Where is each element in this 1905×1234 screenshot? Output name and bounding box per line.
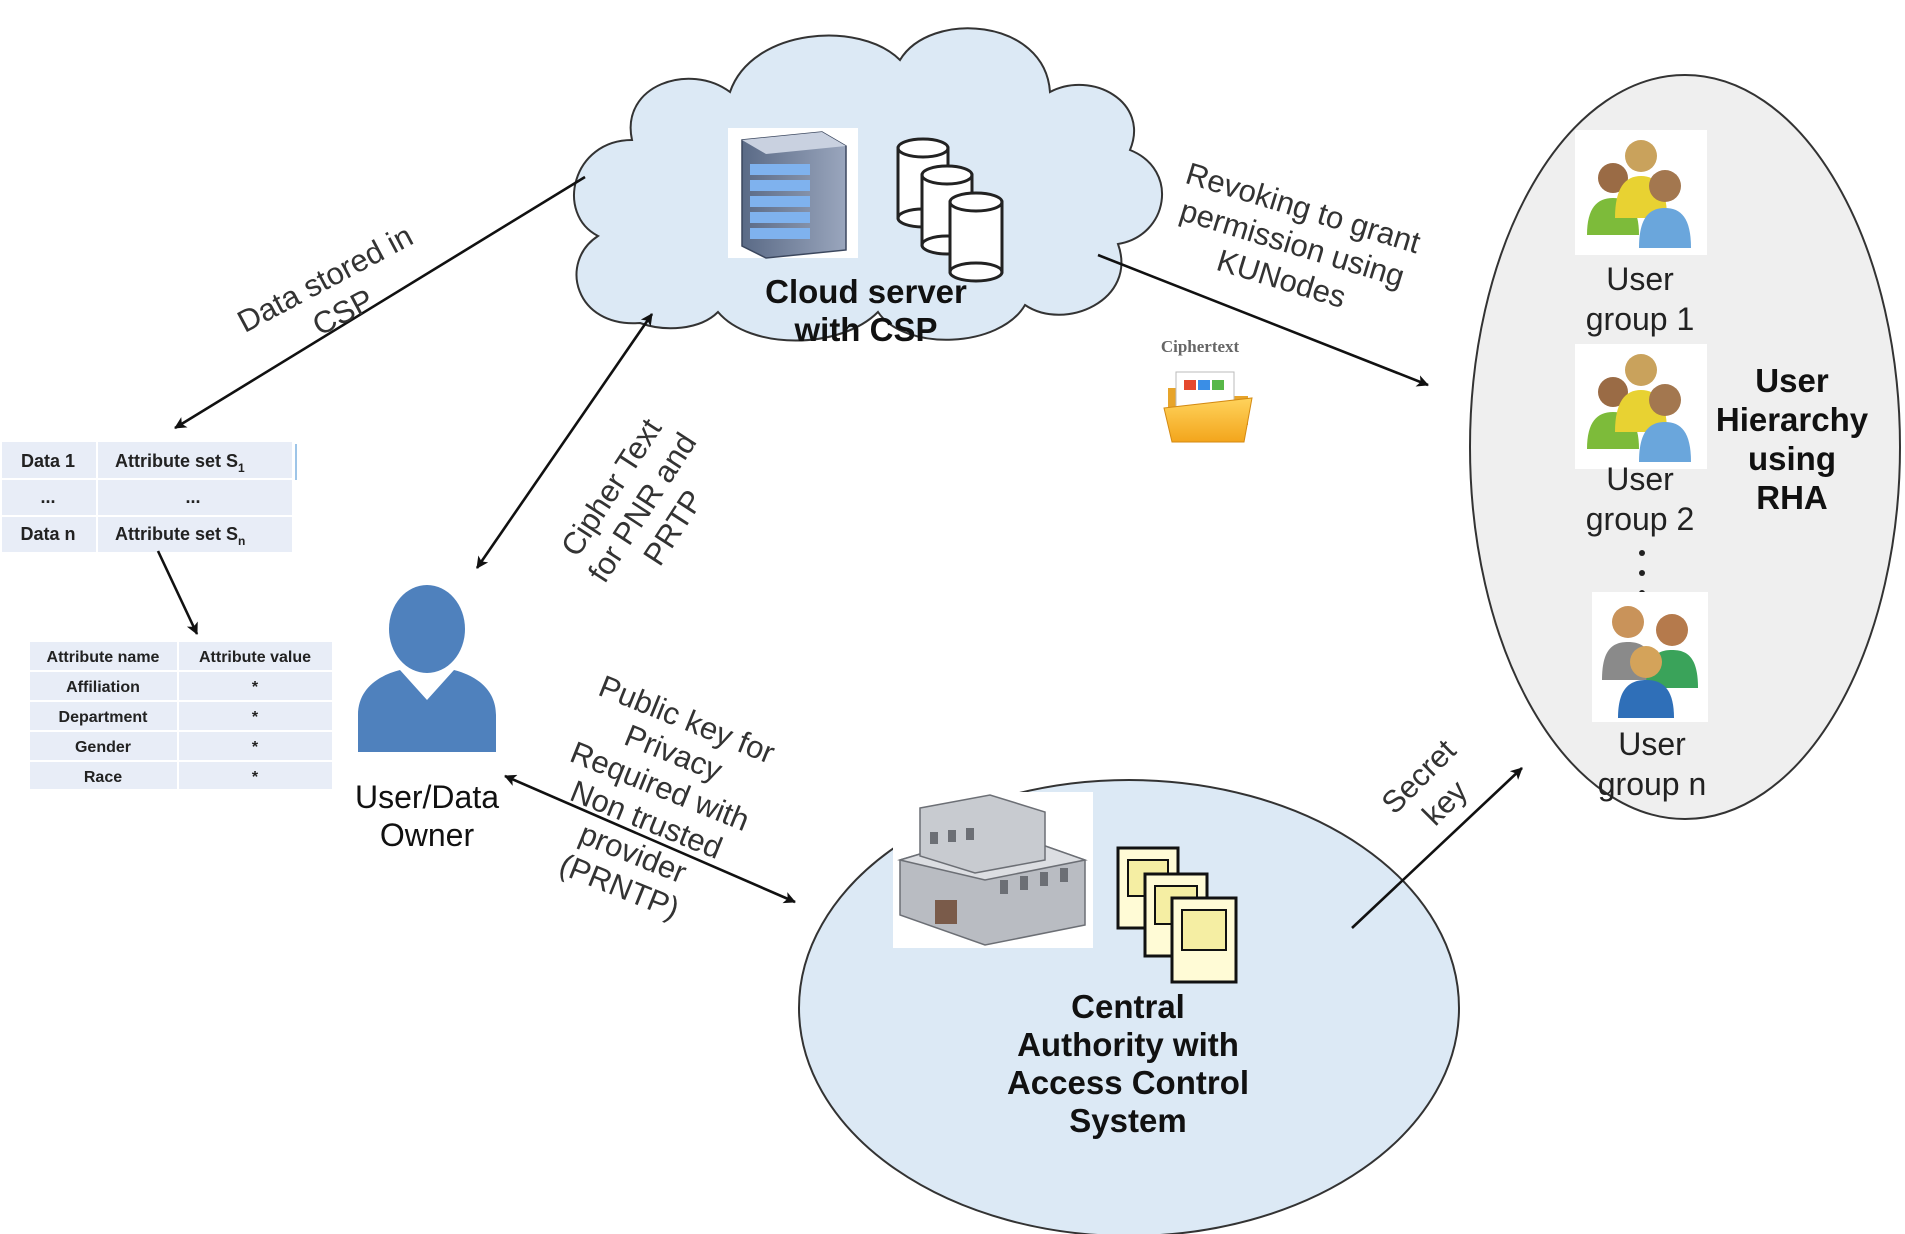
attribute-value-table: Attribute name Attribute value Affiliati… (30, 642, 332, 789)
attr-row1-value: * (252, 679, 259, 696)
user-group-n-icon (1592, 592, 1708, 722)
data-owner-node: User/Data Owner (355, 585, 499, 853)
hierarchy-title-line1: User (1755, 362, 1829, 399)
attr-row3-name: Gender (75, 739, 131, 756)
data-attribute-set-table: Data 1 Attribute set S1 ... ... Data n A… (2, 442, 297, 552)
user-hierarchy-node: User group 1 User group 2 (1469, 74, 1901, 820)
attr-header-value: Attribute value (199, 649, 311, 666)
authority-label-line3: Access Control (1007, 1064, 1249, 1101)
group2-label-line1: User (1606, 461, 1674, 497)
arrow-cloud-owner-bidirectional (475, 313, 654, 569)
user-group-1-icon (1575, 130, 1707, 255)
group2-label-line2: group 2 (1586, 501, 1695, 537)
attr-row1-name: Affiliation (66, 679, 140, 696)
label-revoking: Revoking to grant permission using KUNod… (1176, 156, 1425, 315)
data-table-r3c2: Attribute set Sn (115, 524, 245, 548)
hierarchy-title-line4: RHA (1756, 479, 1828, 516)
label-data-stored: Data stored in CSP (232, 218, 419, 343)
group1-label-line1: User (1606, 261, 1674, 297)
ciphertext-label: Ciphertext (1161, 337, 1240, 356)
attr-row2-name: Department (59, 709, 149, 726)
building-icon (893, 792, 1093, 948)
label-secret-key: Secret key (1375, 732, 1475, 832)
owner-label-line1: User/Data (355, 779, 499, 815)
terminal-stack-icon (1116, 846, 1238, 984)
attr-row4-value: * (252, 769, 259, 786)
person-icon (358, 585, 496, 752)
data-table-r3c1: Data n (20, 524, 75, 544)
attr-row2-value: * (252, 709, 259, 726)
database-icon (896, 137, 1004, 283)
data-table-r2c2: ... (185, 487, 200, 507)
authority-label-line2: Authority with (1017, 1026, 1239, 1063)
cloud-server-node: Cloud server with CSP (573, 27, 1164, 348)
groupn-label-line2: group n (1598, 766, 1707, 802)
ciphertext-folder-icon: Ciphertext (1161, 337, 1253, 443)
label-public-key: Public key for Privacy Required with Non… (555, 668, 780, 926)
user-group-2-icon (1575, 344, 1707, 469)
cloud-label-line2: with CSP (793, 311, 937, 348)
arrow-cloud-to-hierarchy (1097, 253, 1429, 387)
hierarchy-title-line2: Hierarchy (1716, 401, 1869, 438)
data-table-r1c2: Attribute set S1 (115, 451, 245, 475)
groupn-label-line1: User (1618, 726, 1686, 762)
data-table-r1c1: Data 1 (21, 451, 75, 471)
hierarchy-title-line3: using (1748, 440, 1836, 477)
attr-header-name: Attribute name (47, 649, 160, 666)
arrow-cloud-to-table (174, 175, 586, 430)
arrow-owner-authority-bidirectional (504, 774, 796, 904)
server-icon (728, 128, 858, 259)
data-table-r2c1: ... (40, 487, 55, 507)
central-authority-node: Central Authority with Access Control Sy… (798, 779, 1460, 1234)
label-cipher-text: Cipher Text for PNR and PRTP (554, 412, 710, 589)
cloud-shape (573, 27, 1164, 342)
authority-label-line1: Central (1071, 988, 1185, 1025)
owner-label-line2: Owner (380, 817, 475, 853)
attr-row3-value: * (252, 739, 259, 756)
group1-label-line2: group 1 (1586, 301, 1695, 337)
arrow-table-to-attributes (156, 550, 199, 635)
authority-label-line4: System (1069, 1102, 1186, 1139)
attr-row4-name: Race (84, 769, 122, 786)
arrow-authority-to-hierarchy (1351, 767, 1523, 929)
cloud-label-line1: Cloud server (765, 273, 967, 310)
